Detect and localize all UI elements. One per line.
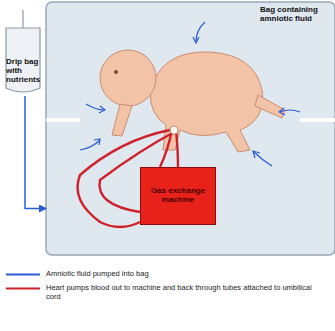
legend-line-sample bbox=[6, 270, 42, 279]
inlet-tube bbox=[46, 118, 80, 122]
fluid-arrows bbox=[80, 22, 300, 166]
legend-row: Heart pumps blood out to machine and bac… bbox=[6, 284, 326, 301]
node-label: Gas exchange machine bbox=[147, 187, 209, 205]
legend-row: Amniotic fluid pumped into bag bbox=[6, 270, 326, 279]
legend-line-sample bbox=[6, 284, 42, 293]
outlet-tube bbox=[300, 118, 335, 122]
machine-box: Gas exchange machine bbox=[140, 167, 216, 225]
fetus bbox=[100, 50, 285, 152]
legend-text: Heart pumps blood out to machine and bac… bbox=[46, 284, 326, 301]
bag-node: Bag containing amniotic fluidGas exchang… bbox=[46, 2, 335, 255]
drip-hanger bbox=[22, 10, 23, 28]
drip-bag-node: Drip bag with nutrients bbox=[4, 56, 46, 90]
amniotic-bag bbox=[46, 2, 335, 255]
legend-text: Amniotic fluid pumped into bag bbox=[46, 270, 326, 279]
node-label: Drip bag with nutrients bbox=[6, 58, 44, 84]
umbilical-clamp bbox=[170, 126, 178, 134]
node-label: Bag containing amniotic fluid bbox=[260, 6, 335, 24]
tube-connector bbox=[25, 96, 46, 209]
